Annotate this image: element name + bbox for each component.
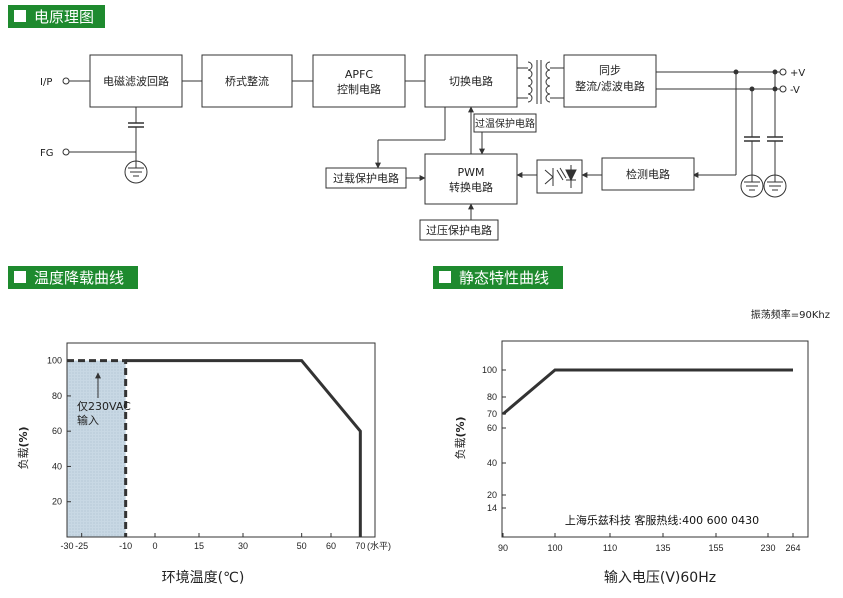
- ground-icon: [124, 160, 148, 184]
- header-bg: [8, 5, 105, 28]
- x-tick-label: 15: [194, 541, 204, 551]
- x-tick-label: 110: [603, 543, 617, 553]
- terminal-icon: [62, 77, 70, 85]
- block-overvolt: [419, 219, 499, 241]
- x-axis-title: 输入电压(V)60Hz: [604, 570, 716, 586]
- y-tick-label: 40: [52, 461, 62, 471]
- y-axis-title-cn: 负载: [453, 438, 467, 460]
- block-apfc-label-2: 控制电路: [337, 82, 381, 96]
- tick-marks: -30-25 -10 0 15 30 50 60 70 20 40 60 80 100: [47, 356, 365, 551]
- y-tick-label: 20: [52, 497, 62, 507]
- section-title-schematic: 电原理图: [34, 8, 94, 26]
- block-over-temp-label: 过温保护电路: [475, 117, 535, 130]
- block-pwm-label-2: 转换电路: [449, 180, 493, 194]
- ground-icon: [763, 174, 787, 198]
- shaded-region: [67, 360, 126, 537]
- y-tick-label: 60: [52, 426, 62, 436]
- x-tick-label: 0: [152, 541, 157, 551]
- block-overvolt-label: 过压保护电路: [426, 223, 492, 237]
- y-axis-title-cn: 负载: [16, 448, 30, 470]
- ground-icon: [740, 174, 764, 198]
- x-tick-label: -30: [60, 541, 73, 551]
- terminal-icon: [779, 85, 787, 93]
- block-detect: [601, 157, 695, 191]
- y-axis-title: 负载(%): [453, 416, 467, 459]
- block-apfc-label-1: APFC: [345, 68, 373, 81]
- plot-frame: [501, 340, 809, 538]
- output-pos-label: +V: [790, 68, 805, 79]
- plot-frame: [66, 342, 376, 538]
- y-axis-title: 负载(%): [16, 426, 30, 469]
- watermark-text: 上海乐兹科技 客服热线:400 600 0430: [565, 513, 759, 527]
- input-ip-label: I/P: [40, 77, 52, 88]
- block-emi-label: 电磁滤波回路: [103, 75, 169, 88]
- block-diagram: I/P FG 电磁滤波回路 桥式整流 APFC 控制电路 切换电路: [40, 54, 805, 241]
- x-tick-label: 50: [297, 541, 307, 551]
- x-tick-label: 90: [498, 543, 508, 553]
- output-neg-label: -V: [790, 85, 800, 96]
- y-axis-title-unit: (%): [17, 426, 30, 447]
- block-pwm: [424, 153, 518, 205]
- block-overload-label: 过载保护电路: [333, 171, 399, 185]
- x-tick-label: 230: [760, 543, 775, 553]
- block-pwm-label-1: PWM: [457, 166, 484, 179]
- bullet-square-icon: [439, 271, 451, 283]
- block-switch-label: 切换电路: [449, 74, 493, 88]
- section-title-static: 静态特性曲线: [459, 269, 549, 287]
- header-bg: [8, 266, 138, 289]
- annotation-230vac: 仅230VAC: [77, 400, 131, 413]
- y-tick-label: 80: [52, 391, 62, 401]
- y-tick-label: 100: [47, 356, 62, 366]
- x-tick-label: 70: [355, 541, 365, 551]
- block-detect-label: 检测电路: [626, 167, 670, 181]
- x-tick-label: 100: [547, 543, 562, 553]
- annotation-input: 输入: [77, 413, 99, 427]
- y-tick-label: 20: [487, 490, 497, 500]
- y-tick-label: 100: [482, 365, 497, 375]
- header-bg: [433, 266, 563, 289]
- section-header-derating: 温度降载曲线: [8, 266, 138, 289]
- block-apfc: [312, 54, 406, 108]
- x-tick-label: 155: [708, 543, 723, 553]
- block-sync-label-1: 同步: [599, 64, 621, 77]
- block-switch: [424, 54, 518, 108]
- x-tick-label: 135: [655, 543, 670, 553]
- static-characteristic-chart: 振荡频率=90Khz 90 100 110 135 155 230 264 14 20 40 60 7…: [453, 308, 830, 586]
- tick-marks: 90 100 110 135 155 230 264 14 20 40 60 70 80 100: [482, 365, 801, 553]
- load-curve: [502, 368, 793, 416]
- x-tick-label: 264: [785, 543, 800, 553]
- bullet-square-icon: [14, 10, 26, 22]
- derating-curve: [125, 359, 362, 537]
- y-tick-label: 80: [487, 392, 497, 402]
- y-tick-label: 60: [487, 423, 497, 433]
- block-bridge-rectifier: [201, 54, 293, 108]
- input-fg-label: FG: [40, 148, 54, 159]
- x-tick-label: 60: [326, 541, 336, 551]
- section-title-derating: 温度降载曲线: [34, 269, 124, 287]
- transformer-icon: [517, 60, 564, 104]
- y-tick-label: 70: [487, 409, 497, 419]
- x-tick-label: -10: [119, 541, 132, 551]
- y-tick-label: 14: [487, 503, 497, 513]
- y-axis-title-unit: (%): [454, 416, 467, 437]
- section-header-static: 静态特性曲线: [433, 266, 563, 289]
- block-bridge-label: 桥式整流: [225, 74, 269, 88]
- x-tick-label: 30: [238, 541, 248, 551]
- bullet-square-icon: [14, 271, 26, 283]
- block-over-temp: [473, 113, 537, 133]
- frequency-note: 振荡频率=90Khz: [751, 308, 830, 321]
- y-tick-label: 40: [487, 458, 497, 468]
- block-sync-rectifier: [563, 54, 657, 108]
- x-tick-label: -25: [75, 541, 88, 551]
- terminal-icon: [62, 148, 70, 156]
- x-axis-title: 环境温度(℃): [162, 570, 245, 586]
- x-unit-note: (水平): [367, 540, 391, 551]
- section-header-schematic: 电原理图: [8, 5, 105, 28]
- block-sync-label-2: 整流/滤波电路: [575, 79, 645, 93]
- optocoupler-icon: [536, 159, 583, 194]
- terminal-icon: [779, 68, 787, 76]
